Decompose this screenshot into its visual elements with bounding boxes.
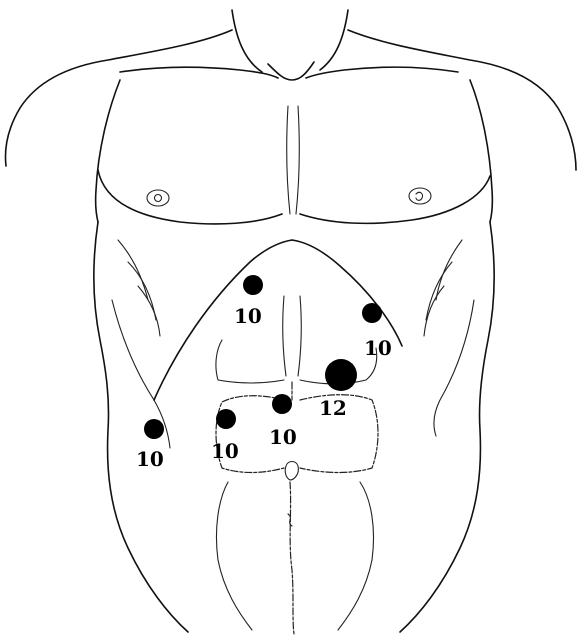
left-serratus-1 bbox=[118, 240, 148, 300]
port-label-far-left: 10 bbox=[136, 447, 164, 471]
right-clavicle bbox=[306, 67, 458, 78]
port-label-upper-right: 10 bbox=[364, 336, 392, 360]
port-marker-upper-right bbox=[362, 303, 382, 323]
port-marker-upper-left bbox=[243, 275, 263, 295]
port-label-upper-left: 10 bbox=[234, 304, 262, 328]
port-marker-mid-left bbox=[216, 409, 236, 429]
right-oblique bbox=[434, 300, 474, 436]
port-marker-center-camera bbox=[325, 359, 357, 391]
linea-alba-lower bbox=[290, 482, 294, 634]
right-lower-rectus bbox=[338, 482, 374, 630]
upper-rectus-right-line bbox=[298, 296, 301, 376]
sternum-right bbox=[296, 106, 299, 214]
left-lower-rectus bbox=[216, 482, 252, 630]
left-shoulder bbox=[6, 30, 232, 166]
right-deltoid bbox=[470, 80, 492, 222]
port-marker-mid-center bbox=[272, 394, 292, 414]
port-label-mid-left: 10 bbox=[211, 439, 239, 463]
port-marker-far-left bbox=[144, 419, 164, 439]
right-costal-margin bbox=[292, 240, 402, 346]
right-nipple bbox=[409, 188, 431, 204]
left-flank bbox=[94, 222, 188, 632]
right-pectoral bbox=[300, 176, 490, 223]
upper-rectus-left-line bbox=[283, 296, 286, 376]
linea-alba-squiggle bbox=[288, 514, 292, 526]
left-clavicle bbox=[120, 67, 278, 78]
umbilicus bbox=[285, 462, 298, 481]
left-upper-rectus-block bbox=[216, 340, 284, 383]
left-costal-margin bbox=[154, 240, 292, 400]
port-label-center-camera: 12 bbox=[319, 396, 347, 420]
left-nipple bbox=[147, 190, 169, 206]
right-flank bbox=[400, 222, 494, 632]
neck-right bbox=[320, 10, 348, 70]
right-shoulder bbox=[348, 30, 576, 170]
sternum-left bbox=[287, 106, 290, 214]
torso-drawing bbox=[6, 10, 576, 634]
port-label-mid-center: 10 bbox=[269, 425, 297, 449]
left-deltoid bbox=[96, 80, 120, 222]
neck-left bbox=[232, 10, 262, 72]
left-pectoral bbox=[98, 170, 282, 224]
right-serratus-3 bbox=[424, 286, 444, 336]
